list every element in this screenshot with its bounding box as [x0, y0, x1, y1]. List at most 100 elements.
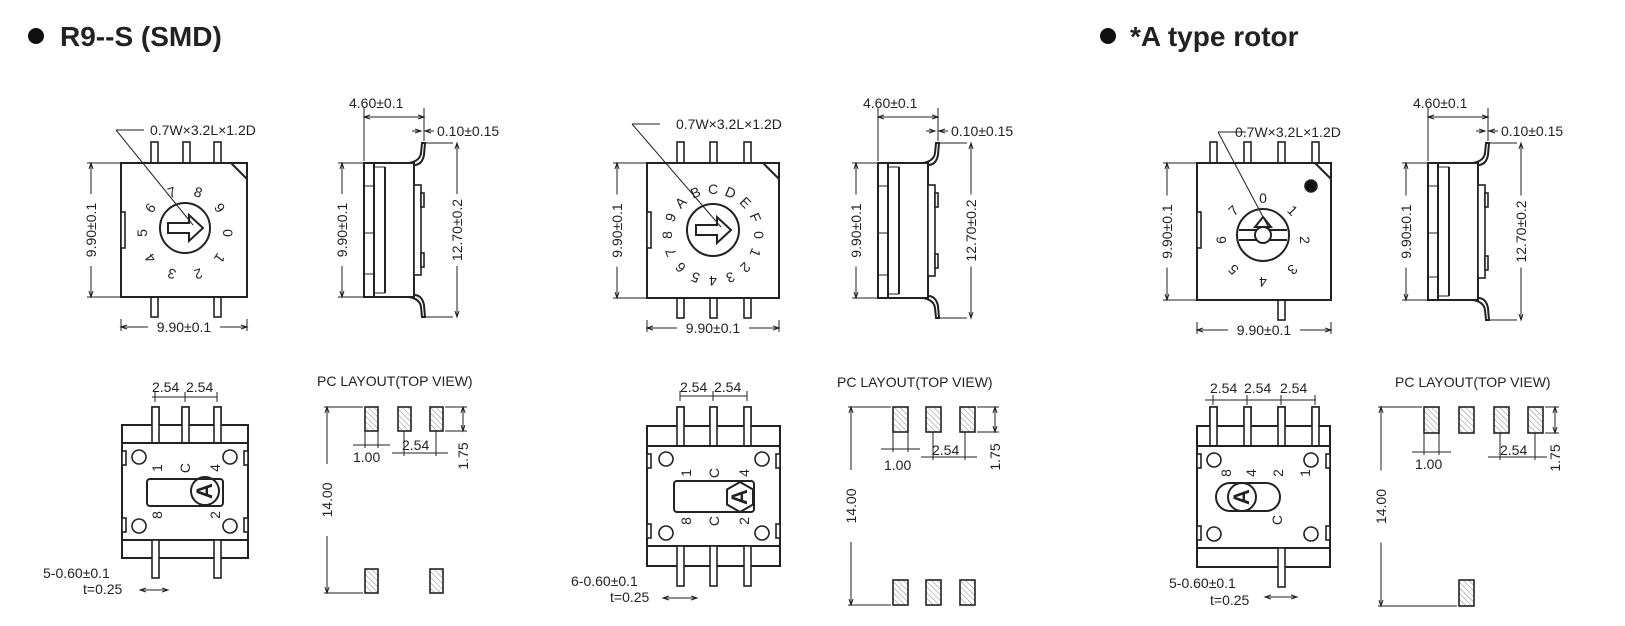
depth-dimension-label: 4.60±0.1 [863, 95, 918, 111]
pad-width-label: 1.00 [884, 457, 911, 473]
code-window [1215, 482, 1281, 512]
side-notch [775, 523, 781, 539]
pc-layout-title: PC LAYOUT(TOP VIEW) [317, 373, 473, 389]
pad-pitch-label: 2.54 [402, 437, 429, 453]
solder-pad [1527, 406, 1544, 434]
solder-pad [1493, 406, 1510, 434]
side-notch [1196, 525, 1202, 541]
pin-pitch-label: 2.54 [1280, 380, 1307, 396]
arrowhead [848, 598, 854, 607]
terminal-pin [1311, 406, 1320, 447]
side-notch [121, 517, 127, 533]
side-notch [121, 450, 127, 466]
pin-code-label: 2 [736, 517, 752, 525]
dimension-label: 9.90±0.1 [686, 320, 741, 336]
pin-code-label: 1 [149, 464, 165, 472]
terminal-pin [709, 406, 718, 447]
terminal-pin [709, 545, 718, 587]
solder-pad [364, 568, 379, 594]
dimension-label: 9.90±0.1 [334, 203, 350, 258]
terminal-pin [182, 141, 191, 164]
arrowhead [968, 141, 974, 150]
pin-code-label: C [177, 463, 193, 473]
side-notch [243, 517, 249, 533]
side-notch [775, 453, 781, 469]
arrowhead [1290, 594, 1299, 600]
leader-line [1217, 131, 1272, 233]
depth-dimension-label: 4.60±0.1 [349, 95, 404, 111]
switch-body [646, 162, 780, 299]
slot-dimension-label: 0.7W×3.2L×1.2D [676, 116, 782, 132]
chamfer-line [230, 162, 248, 180]
arrowhead [690, 595, 699, 601]
mounting-hole [658, 451, 674, 467]
lead-thickness-label: 0.10±0.15 [951, 123, 1013, 139]
pin-thickness-label: t=0.25 [610, 589, 650, 605]
mounting-hole [1303, 452, 1319, 468]
slot-dimension-label: 0.7W×3.2L×1.2D [1235, 124, 1341, 140]
pad-length-label: 1.75 [1547, 444, 1563, 471]
terminal-pin [1243, 406, 1252, 447]
arrowhead [414, 128, 423, 134]
rotor-dial [686, 203, 740, 257]
terminal-pin [743, 297, 752, 319]
arrow-indicator-icon [695, 214, 733, 246]
section-heading-a-type-rotor: *A type rotor [1130, 21, 1299, 52]
dimension-label: 14.00 [1373, 489, 1389, 524]
side-body [877, 162, 929, 299]
arrowhead [454, 310, 460, 319]
arrowhead [362, 114, 371, 120]
mounting-hole [222, 518, 238, 534]
arrowhead [1518, 313, 1524, 322]
dimension-label: 12.70±0.2 [1513, 200, 1529, 262]
arrowhead [931, 114, 940, 120]
pin-pitch-label: 2.54 [152, 379, 179, 395]
terminal-pin [213, 296, 222, 318]
mounting-hole [658, 525, 674, 541]
leader-line [631, 123, 722, 228]
arrowhead [1378, 599, 1384, 608]
arrowhead [1426, 114, 1435, 120]
arrowhead [423, 128, 432, 134]
terminal-pin [743, 406, 752, 447]
pin-code-label: 2 [1270, 469, 1286, 477]
arrowhead [1552, 405, 1558, 414]
lead-thickness-label: 0.10±0.15 [437, 123, 499, 139]
side-notch [1196, 211, 1202, 249]
terminal-pin [181, 406, 190, 444]
pad-pitch-label: 2.54 [932, 442, 959, 458]
leader-line [115, 129, 194, 226]
dimension-label: 9.90±0.1 [1159, 204, 1175, 259]
terminal-pin [676, 141, 685, 164]
polarity-dot-icon [1304, 179, 1318, 193]
pin-code-label: 8 [149, 511, 165, 519]
terminal-pin [1277, 141, 1286, 164]
lead-thickness-label: 0.10±0.15 [1501, 123, 1563, 139]
side-notch [646, 453, 652, 469]
rotor-shaft [1254, 226, 1272, 244]
pin-code-label: 4 [207, 464, 223, 472]
mounting-hole [1303, 526, 1319, 542]
terminal-tab [420, 192, 425, 208]
pc-layout-title: PC LAYOUT(TOP VIEW) [837, 374, 993, 390]
mounting-hole [1206, 452, 1222, 468]
arrowhead [454, 141, 460, 150]
pin-code-label: C [1269, 515, 1285, 525]
arrow-indicator-icon [167, 212, 205, 244]
side-notch [243, 450, 249, 466]
pc-layout-title: PC LAYOUT(TOP VIEW) [1395, 374, 1551, 390]
solder-pad [1458, 406, 1475, 434]
arrowhead [417, 114, 426, 120]
pad-width-label: 1.00 [353, 449, 380, 465]
terminal-lead-top [922, 142, 941, 166]
terminal-pin [213, 539, 222, 579]
side-notch [1196, 453, 1202, 469]
terminal-lead-bottom [922, 295, 941, 319]
chamfer-line [762, 162, 780, 180]
